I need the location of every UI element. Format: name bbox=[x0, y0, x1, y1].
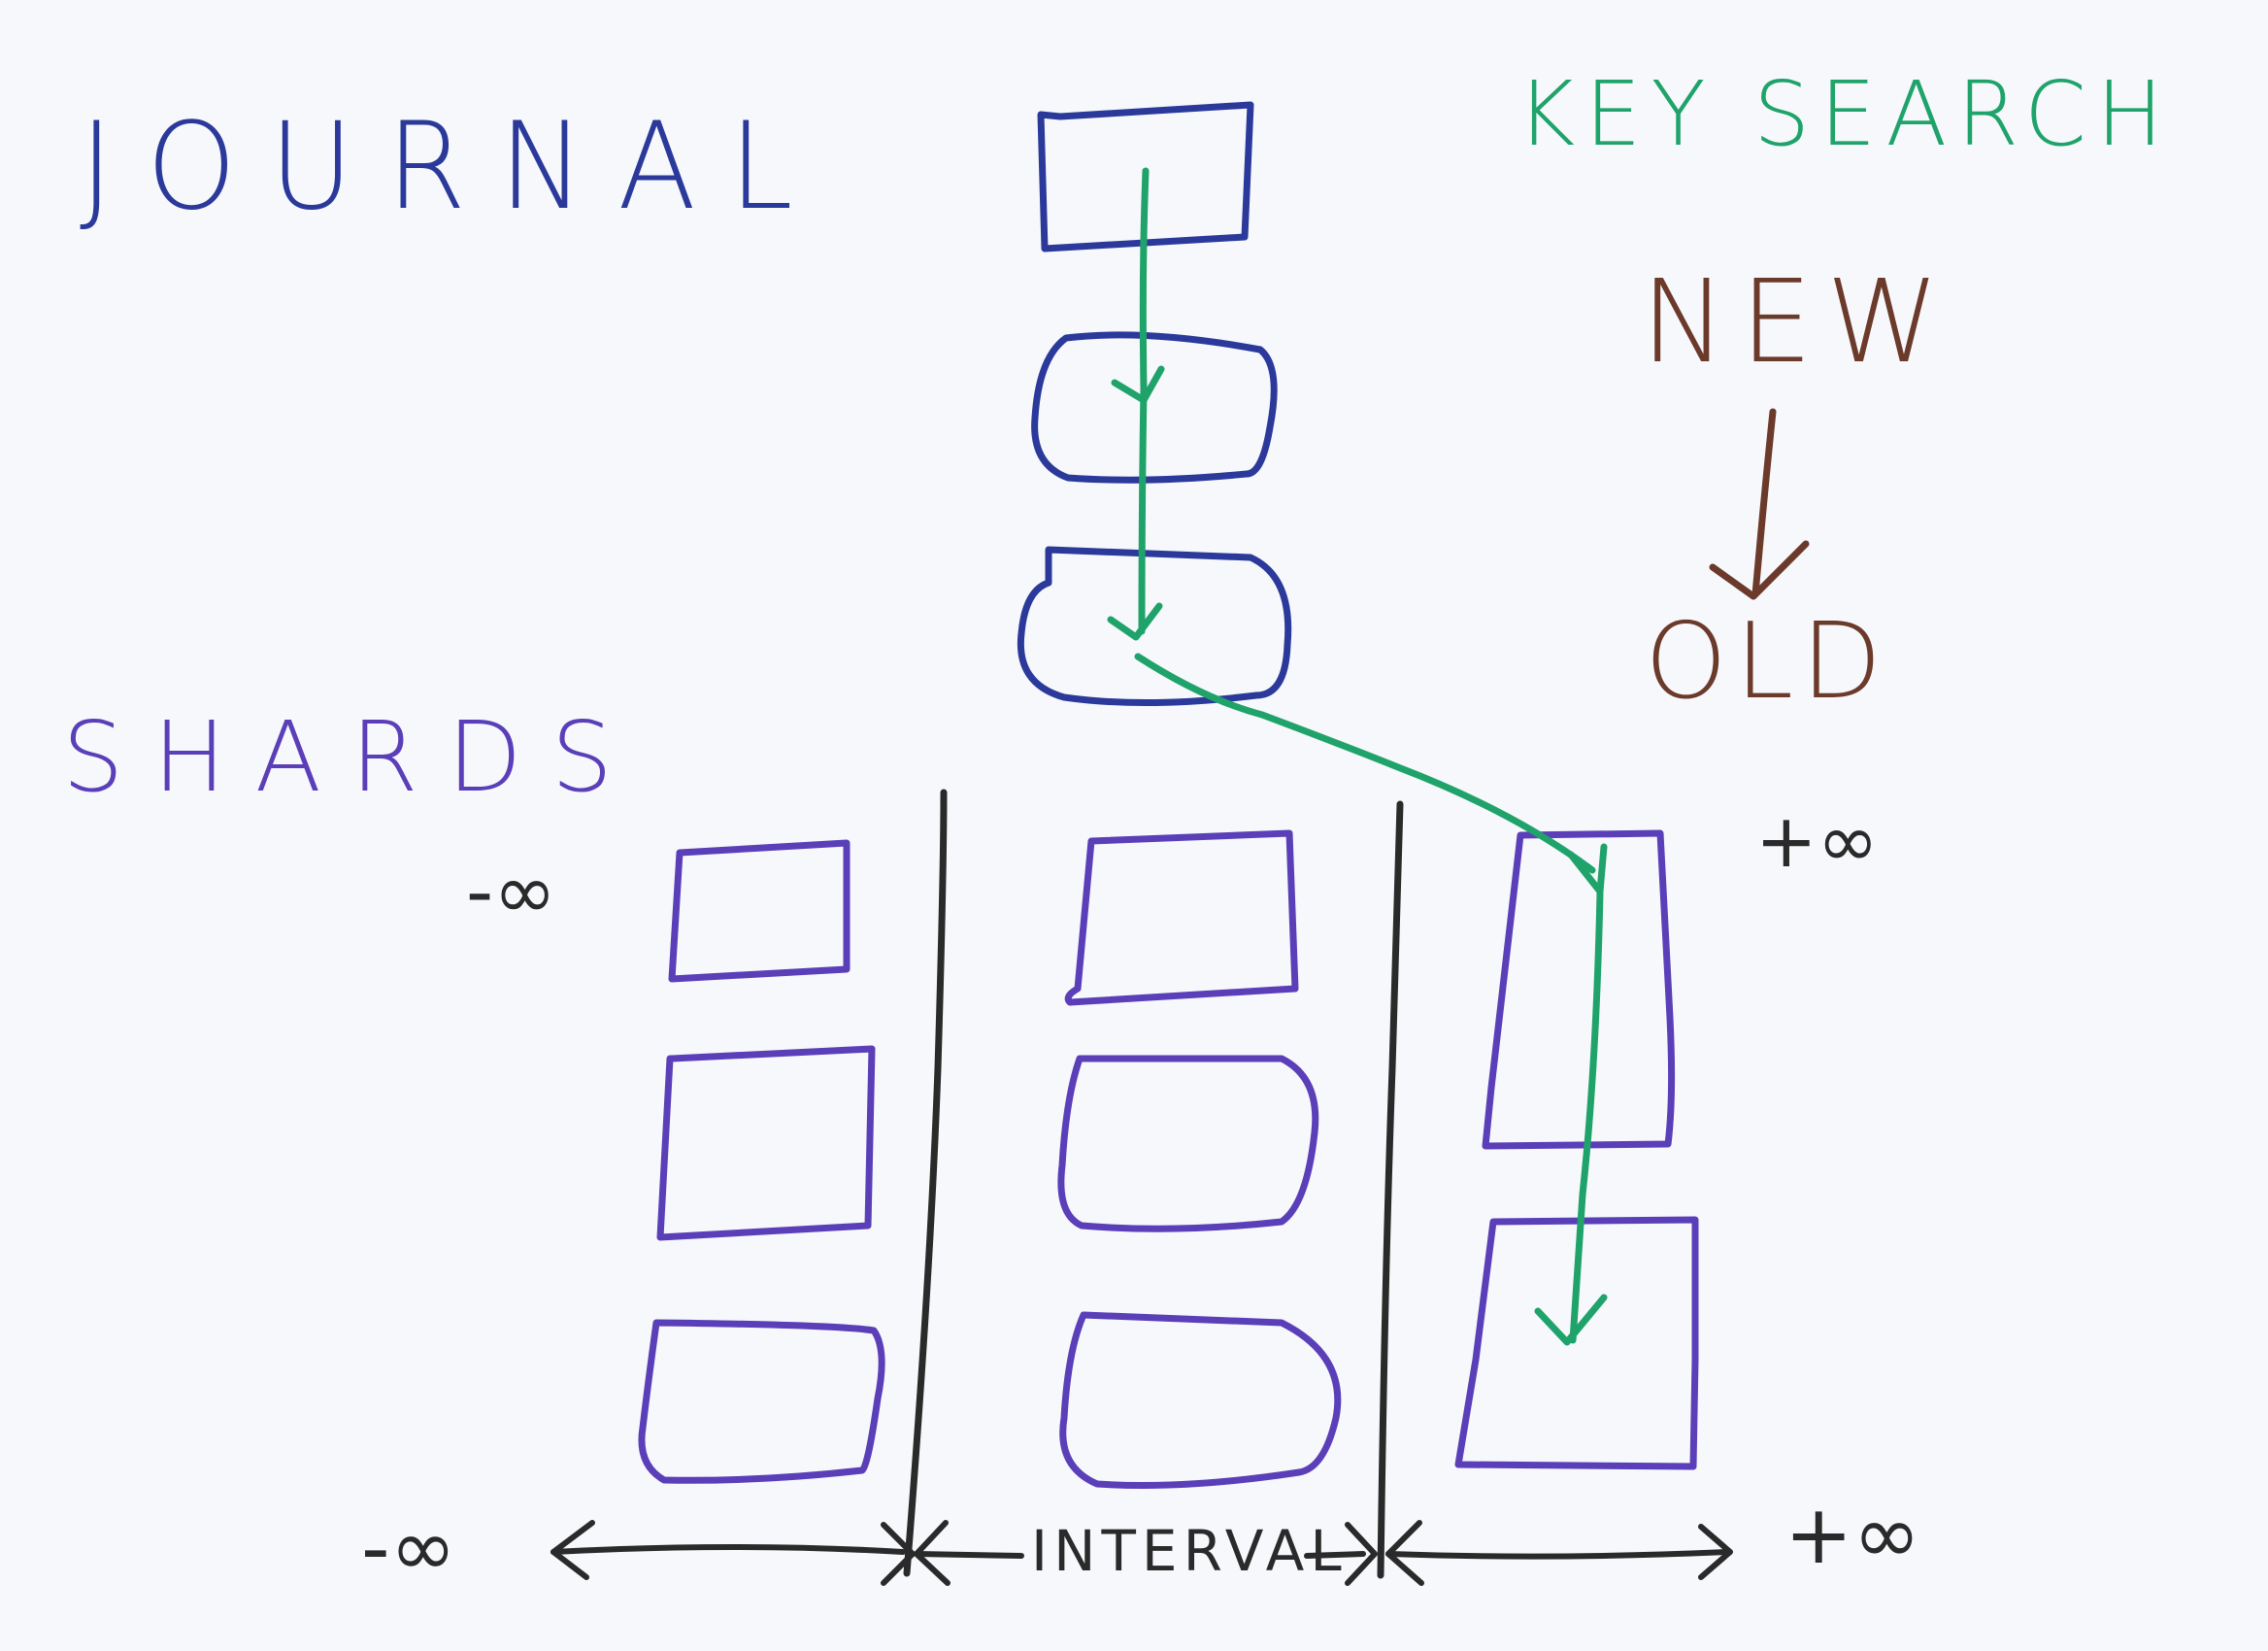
shards-label: SHARDS bbox=[62, 700, 643, 814]
axis-arrow-left-segment bbox=[550, 1544, 906, 1555]
shard-block-col1-3 bbox=[638, 1319, 885, 1484]
axis-arrowhead-right bbox=[1698, 1524, 1733, 1580]
key-search-label: KEY SEARCH bbox=[1517, 62, 2174, 166]
key-search-arrowhead-1 bbox=[1111, 365, 1165, 404]
negative-infinity-label-bottom: -∞ bbox=[361, 1502, 456, 1595]
old-label: OLD bbox=[1645, 601, 1890, 723]
axis-arrowhead-left bbox=[550, 1520, 595, 1580]
axis-interval-line-left bbox=[914, 1551, 1024, 1559]
shard-block-col1-1 bbox=[668, 839, 850, 983]
journal-block-2 bbox=[1031, 331, 1278, 484]
interval-divider-right bbox=[1377, 800, 1404, 1579]
interval-divider-left bbox=[903, 789, 948, 1577]
shard-block-col2-3 bbox=[1059, 1311, 1342, 1489]
axis-arrow-right-segment bbox=[1385, 1549, 1731, 1560]
shard-block-col3-1 bbox=[1482, 829, 1676, 1150]
key-search-arrowhead-2 bbox=[1107, 602, 1163, 641]
time-arrow-head bbox=[1709, 540, 1810, 600]
shard-block-col1-2 bbox=[656, 1045, 876, 1241]
shard-block-col3-2 bbox=[1454, 1216, 1699, 1470]
key-search-path-shard-down bbox=[1569, 890, 1604, 1344]
journal-block-3 bbox=[1017, 546, 1292, 707]
shard-block-col2-2 bbox=[1057, 1055, 1319, 1232]
key-search-path-journal bbox=[1138, 167, 1150, 635]
interval-label: INTERVAL bbox=[1031, 1518, 1348, 1584]
negative-infinity-label-top: -∞ bbox=[466, 849, 557, 936]
key-search-arrowhead-4 bbox=[1534, 1294, 1608, 1346]
positive-infinity-label-top: +∞ bbox=[1755, 797, 1879, 884]
shard-block-col2-1 bbox=[1064, 829, 1299, 1006]
time-arrow-line bbox=[1751, 408, 1777, 598]
positive-infinity-label-bottom: +∞ bbox=[1784, 1487, 1921, 1582]
new-label: NEW bbox=[1641, 254, 1953, 388]
axis-interval-line-right bbox=[1304, 1551, 1366, 1559]
axis-arrowhead-left-tick bbox=[881, 1522, 916, 1586]
journal-label: JOURNAL bbox=[80, 95, 826, 237]
key-search-path-to-shard bbox=[1134, 653, 1596, 874]
axis-arrowhead-mid-right bbox=[1345, 1522, 1378, 1586]
